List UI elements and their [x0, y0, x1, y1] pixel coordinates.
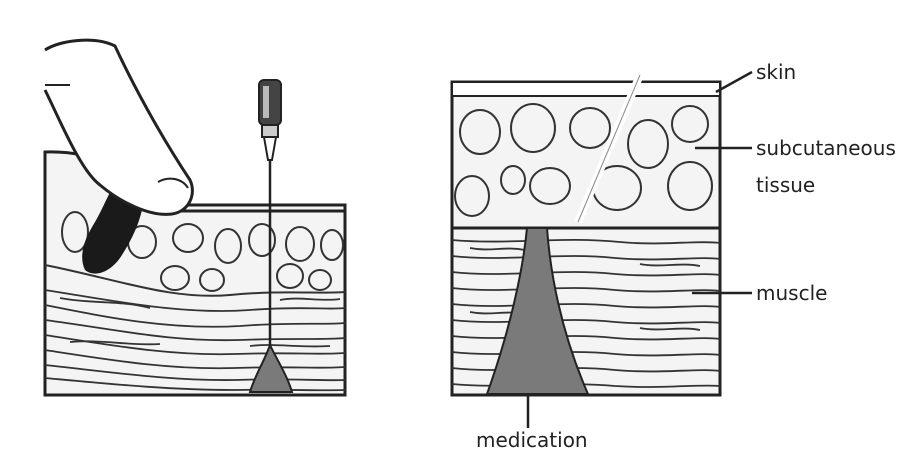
subcutaneous-label: subcutaneous	[756, 136, 896, 160]
right-tissue-block	[452, 82, 720, 395]
left-tissue-block	[45, 152, 345, 395]
medication-label: medication	[476, 428, 588, 452]
muscle-label: muscle	[756, 281, 827, 305]
skin-label: skin	[756, 60, 796, 84]
right-panel	[452, 75, 720, 395]
tissue-label: tissue	[756, 173, 815, 197]
skin-layer	[452, 82, 720, 96]
syringe-barrel	[259, 80, 281, 125]
left-panel	[45, 40, 345, 395]
